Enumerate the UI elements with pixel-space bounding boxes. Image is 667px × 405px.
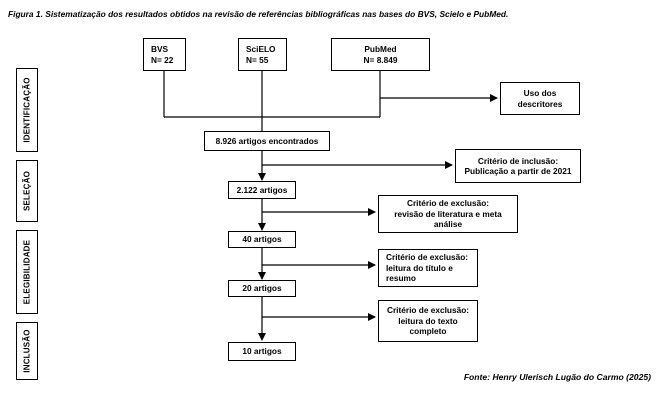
criteria-exclusion-2: Critério de exclusão: leitura do título … [378,249,478,287]
criteria-exclusion-3: Critério de exclusão: leitura do texto c… [378,300,478,342]
figure-caption: Figura 1. Sistematização dos resultados … [8,9,509,19]
database-pubmed: PubMed N= 8.849 [331,38,430,71]
step-20: 20 artigos [228,280,296,297]
criteria-inclusion: Critério de inclusão: Publicação a parti… [455,149,581,183]
phase-selecao: SELEÇÃO [16,160,38,222]
database-bvs: BVS N= 22 [143,38,186,71]
criteria-exclusion-1: Critério de exclusão: revisão de literat… [378,195,518,233]
step-10: 10 artigos [228,342,296,361]
figure-source: Fonte: Henry Ulerisch Lugão do Carmo (20… [463,372,651,382]
phase-identificacao: IDENTIFICAÇÃO [16,68,38,152]
phase-inclusao: INCLUSÃO [16,322,38,380]
database-scielo: SciELO N= 55 [238,38,287,71]
step-found: 8.926 artigos encontrados [204,131,330,151]
step-40: 40 artigos [228,231,296,248]
step-2122: 2.122 artigos [228,181,296,199]
phase-elegibilidade: ELEGIBILIDADE [16,230,38,314]
descriptors-box: Uso dos descritores [500,82,580,115]
